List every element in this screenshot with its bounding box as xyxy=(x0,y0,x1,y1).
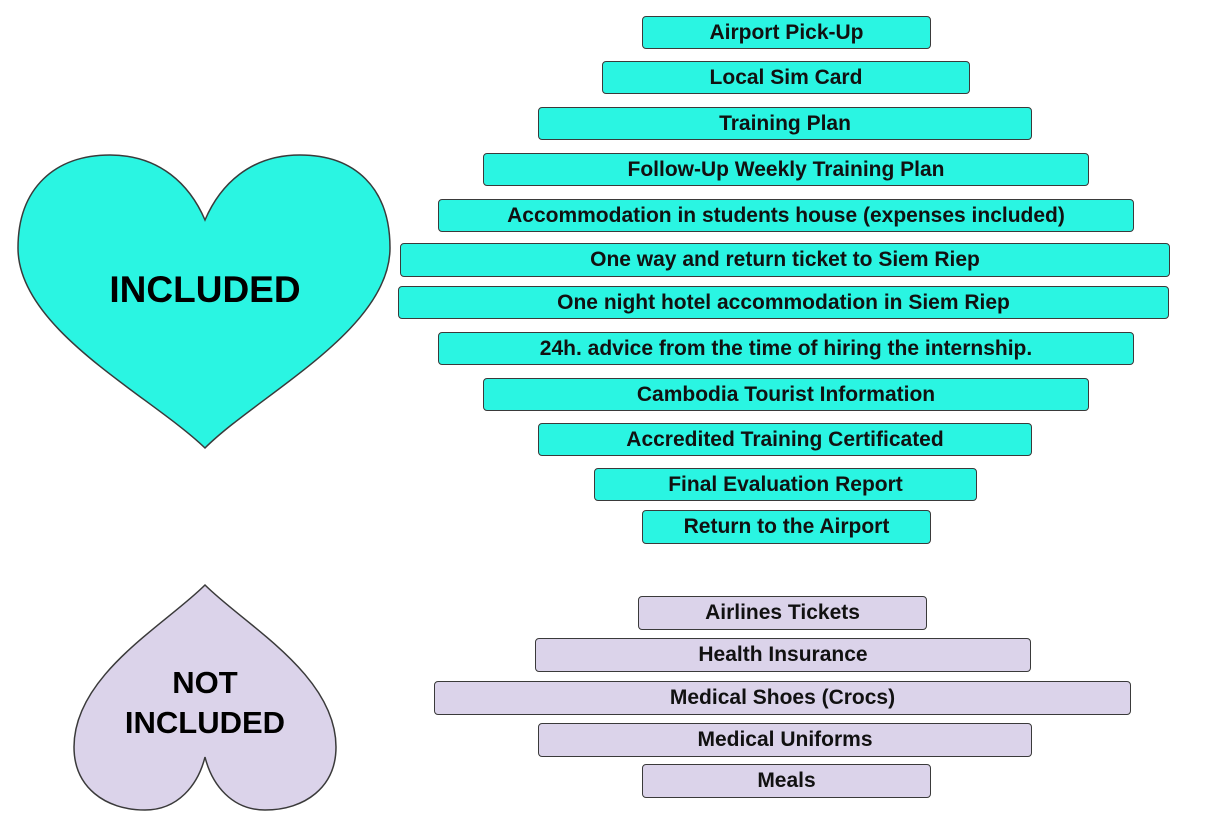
included-item: Accommodation in students house (expense… xyxy=(438,199,1134,232)
included-item: Final Evaluation Report xyxy=(594,468,977,501)
included-item: Local Sim Card xyxy=(602,61,970,94)
included-item: One way and return ticket to Siem Riep xyxy=(400,243,1170,277)
included-item: Follow-Up Weekly Training Plan xyxy=(483,153,1089,186)
included-item: One night hotel accommodation in Siem Ri… xyxy=(398,286,1169,319)
not-included-item: Health Insurance xyxy=(535,638,1031,672)
not-included-item: Meals xyxy=(642,764,931,798)
included-item: 24h. advice from the time of hiring the … xyxy=(438,332,1134,365)
included-item: Cambodia Tourist Information xyxy=(483,378,1089,411)
not-included-heart-shape xyxy=(73,583,337,811)
included-item: Airport Pick-Up xyxy=(642,16,931,49)
included-item: Training Plan xyxy=(538,107,1032,140)
included-heading: INCLUDED xyxy=(109,269,301,310)
included-item: Accredited Training Certificated xyxy=(538,423,1032,456)
included-heart-shape xyxy=(17,154,391,450)
not-included-heading: NOT INCLUDED xyxy=(124,665,286,740)
not-included-item: Medical Shoes (Crocs) xyxy=(434,681,1131,715)
not-included-item: Airlines Tickets xyxy=(638,596,927,630)
not-included-item: Medical Uniforms xyxy=(538,723,1032,757)
included-item: Return to the Airport xyxy=(642,510,931,544)
